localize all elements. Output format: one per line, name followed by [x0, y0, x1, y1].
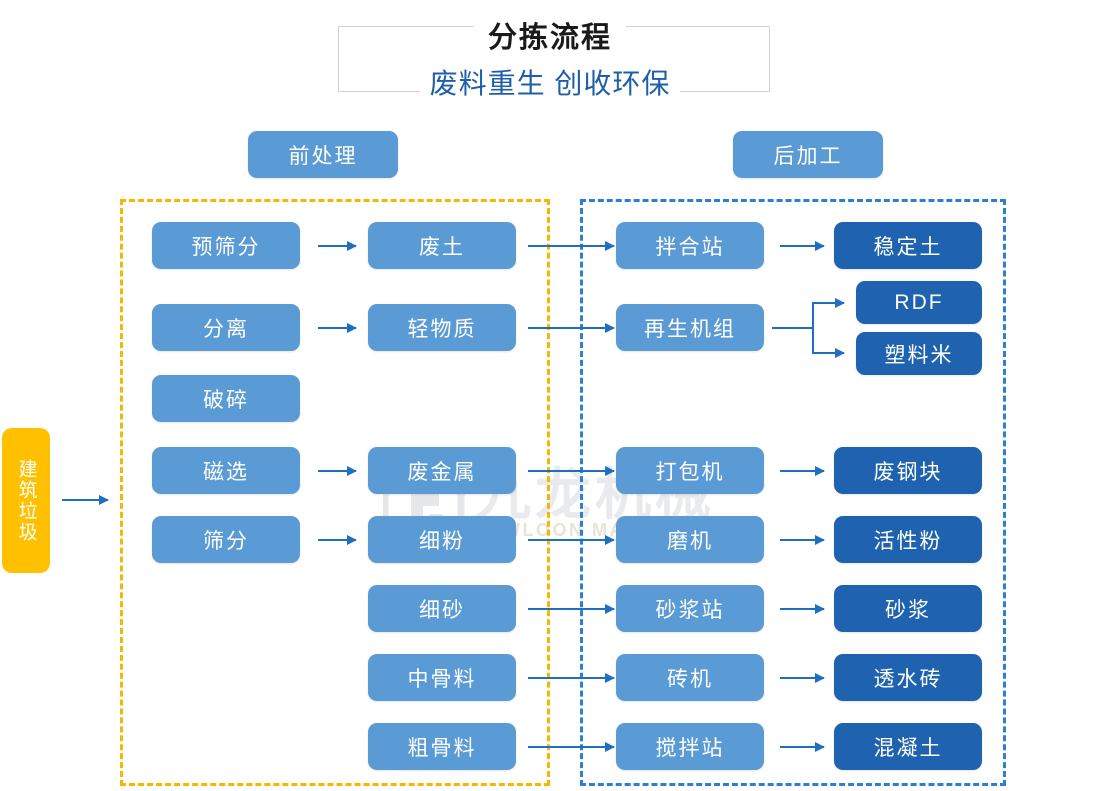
node-label: 筛分 [203, 529, 249, 553]
node-label: 磨机 [667, 529, 713, 553]
node-label: 搅拌站 [655, 736, 725, 760]
node-output-7[interactable]: 混凝土 [834, 723, 982, 770]
arrow-r7-c [780, 673, 825, 683]
node-pre-process-3[interactable]: 磁选 [152, 447, 300, 494]
arrow-r6-b [528, 604, 615, 614]
node-output-5[interactable]: 砂浆 [834, 585, 982, 632]
node-label: 拌合站 [655, 235, 725, 259]
node-material-0[interactable]: 废土 [368, 222, 516, 269]
group-frame-post-process [580, 199, 1006, 786]
arrow-r2-b [528, 323, 615, 333]
node-material-4[interactable]: 细砂 [368, 585, 516, 632]
node-machine-0[interactable]: 拌合站 [616, 222, 764, 269]
node-output-0[interactable]: 稳定土 [834, 222, 982, 269]
node-label: 粗骨料 [407, 736, 477, 760]
arrow-r6-c [780, 604, 825, 614]
stage-label-post-process[interactable]: 后加工 [733, 131, 883, 178]
node-label: 透水砖 [873, 667, 943, 691]
source-node-construction-waste[interactable]: 建筑垃圾 [2, 428, 50, 573]
group-frame-pre-process [120, 199, 550, 786]
node-label: 破碎 [203, 388, 249, 412]
arrow-source-to-pre [62, 495, 109, 505]
page-subtitle-text: 废料重生 创收环保 [419, 68, 681, 99]
node-label: 中骨料 [407, 667, 477, 691]
node-label: 砂浆 [885, 598, 931, 622]
node-label: 砖机 [667, 667, 713, 691]
node-material-2[interactable]: 废金属 [368, 447, 516, 494]
page-subtitle: 废料重生 创收环保 [0, 62, 1100, 102]
node-machine-5[interactable]: 砖机 [616, 654, 764, 701]
arrow-r1-b [528, 241, 615, 251]
arrow-r8-c [780, 742, 825, 752]
node-label: 轻物质 [407, 317, 477, 341]
node-output-6[interactable]: 透水砖 [834, 654, 982, 701]
node-pre-process-2[interactable]: 破碎 [152, 375, 300, 422]
node-machine-2[interactable]: 打包机 [616, 447, 764, 494]
arrow-r4-b [528, 466, 615, 476]
arrow-r1-a [318, 241, 357, 251]
arrow-r2-a [318, 323, 357, 333]
arrow-r1-c [780, 241, 825, 251]
node-material-6[interactable]: 粗骨料 [368, 723, 516, 770]
stage-label-post-process-text: 后加工 [773, 144, 843, 168]
arrow-r4-c [780, 466, 825, 476]
node-material-1[interactable]: 轻物质 [368, 304, 516, 351]
node-label: 稳定土 [873, 235, 943, 259]
arrow-r4-a [318, 466, 357, 476]
node-label: 再生机组 [644, 317, 736, 341]
node-label: 废土 [419, 235, 465, 259]
node-machine-4[interactable]: 砂浆站 [616, 585, 764, 632]
stage-label-pre-process[interactable]: 前处理 [248, 131, 398, 178]
node-output-4[interactable]: 活性粉 [834, 516, 982, 563]
node-label: 废钢块 [873, 460, 943, 484]
node-pre-process-4[interactable]: 筛分 [152, 516, 300, 563]
node-output-1[interactable]: RDF [856, 281, 982, 324]
node-label: 分离 [203, 317, 249, 341]
node-output-2[interactable]: 塑料米 [856, 332, 982, 375]
node-material-3[interactable]: 细粉 [368, 516, 516, 563]
arrow-r5-a [318, 535, 357, 545]
node-label: 磁选 [203, 460, 249, 484]
stage-label-pre-process-text: 前处理 [288, 144, 358, 168]
node-pre-process-1[interactable]: 分离 [152, 304, 300, 351]
arrow-r5-c [780, 535, 825, 545]
arrow-branch-rdf [812, 298, 845, 308]
branch-spine [812, 302, 814, 354]
node-label: 预筛分 [191, 235, 261, 259]
node-material-5[interactable]: 中骨料 [368, 654, 516, 701]
node-machine-1[interactable]: 再生机组 [616, 304, 764, 351]
arrow-r7-b [528, 673, 615, 683]
node-output-3[interactable]: 废钢块 [834, 447, 982, 494]
node-label: 活性粉 [873, 529, 943, 553]
node-pre-process-0[interactable]: 预筛分 [152, 222, 300, 269]
node-label: 打包机 [655, 460, 725, 484]
arrow-r8-b [528, 742, 615, 752]
node-label: RDF [894, 290, 944, 314]
arrow-branch-plastic [812, 348, 845, 358]
branch-trunk [772, 327, 814, 329]
node-label: 混凝土 [873, 736, 943, 760]
node-machine-6[interactable]: 搅拌站 [616, 723, 764, 770]
node-label: 细粉 [419, 529, 465, 553]
node-label: 废金属 [407, 460, 477, 484]
node-label: 塑料米 [884, 343, 954, 367]
page-title: 分拣流程 [0, 14, 1100, 56]
arrow-r5-b [528, 535, 615, 545]
source-node-label: 建筑垃圾 [15, 458, 37, 543]
node-label: 砂浆站 [655, 598, 725, 622]
node-label: 细砂 [419, 598, 465, 622]
page-title-text: 分拣流程 [473, 22, 626, 54]
node-machine-3[interactable]: 磨机 [616, 516, 764, 563]
